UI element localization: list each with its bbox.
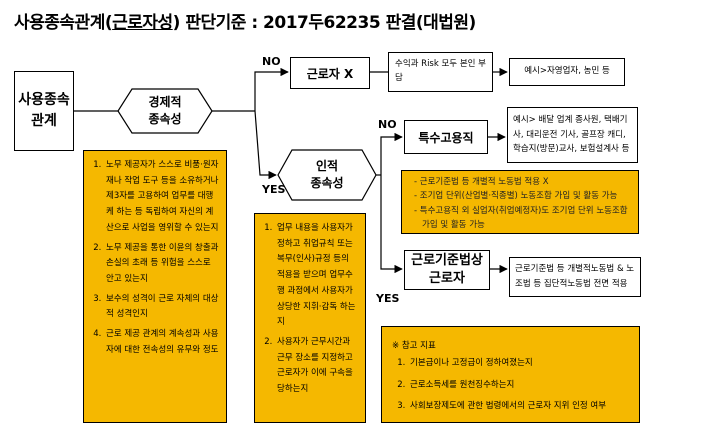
- note-item: 특수고용직 외 실업자(취업예정자)도 조기업 단위 노동조합 가입 및 활동 …: [420, 204, 632, 233]
- reference-item: 기본급이나 고정급이 정하여졌는지: [408, 357, 631, 371]
- arrow-to-labor-worker: [380, 175, 403, 274]
- note-item: 조기업 단위(산업별·직종별) 노동조합 가입 및 활동 가능: [420, 189, 632, 203]
- risk-box: 수익과 Risk 모두 본인 부담: [388, 52, 493, 92]
- criteria-item: 노무 제공자가 스스로 비품·원자재나 작업 도구 등을 소유하거나 제3자를 …: [104, 158, 220, 237]
- label-no-top: NO: [262, 55, 281, 68]
- labor-worker-box: 근로기준법상 근로자: [404, 250, 490, 290]
- reference-box: ※ 참고 지표 기본급이나 고정급이 정하여졌는지 근로소득세를 원천징수하는지…: [381, 326, 640, 423]
- personal-criteria-box: 업무 내용을 사용자가 정하고 취업규칙 또는 복무(인사)규정 등의 적용을 …: [254, 213, 366, 423]
- criteria-item: 근로 제공 관계의 계속성과 사용자에 대한 전속성의 유무와 정도: [104, 327, 220, 358]
- personal-hexagon: [277, 149, 377, 201]
- page-title: 사용종속관계(근로자성) 판단기준 : 2017두62235 판결(대법원): [14, 13, 476, 33]
- not-worker-box: 근로자 X: [290, 57, 370, 89]
- arrow-to-personal: [254, 110, 277, 180]
- economic-hexagon: [117, 88, 213, 134]
- reference-item: 근로소득세를 원천징수하는지: [408, 379, 631, 393]
- criteria-item: 업무 내용을 사용자가 정하고 취업규칙 또는 복무(인사)규정 등의 적용을 …: [275, 221, 359, 331]
- special-example-box: 예시> 배달 업계 종사원, 택배기사, 대리운전 기사, 골프장 캐디, 학습…: [507, 107, 638, 163]
- special-employment-box: 특수고용직: [404, 120, 488, 154]
- reference-item: 사회보장제도에 관한 법령에서의 근로자 지위 인정 여부: [408, 400, 631, 414]
- arrow-to-special: [380, 132, 403, 175]
- economic-criteria-box: 노무 제공자가 스스로 비품·원자재나 작업 도구 등을 소유하거나 제3자를 …: [83, 150, 227, 423]
- labor-desc-box: 근로기준법 등 개별적노동법 & 노조법 등 집단적노동법 전면 적용: [509, 257, 641, 297]
- criteria-item: 보수의 성격이 근로 자체의 대상적 성격인지: [104, 292, 220, 323]
- label-yes-mid: YES: [262, 183, 286, 196]
- reference-heading: ※ 참고 지표: [392, 341, 436, 351]
- arrow-to-not-worker: [254, 67, 289, 111]
- criteria-item: 사용자가 근무시간과 근무 장소를 지정하고 근로자가 이에 구속을 당하는지: [275, 335, 359, 398]
- title-underlined: 근로자성: [112, 13, 173, 33]
- risk-example-box: 예시>자영업자, 농민 등: [509, 58, 625, 86]
- root-box: 사용종속 관계: [14, 71, 74, 151]
- label-no-mid: NO: [378, 118, 397, 131]
- note-item: 근로기준법 등 개별적 노동법 적용 X: [420, 175, 632, 189]
- special-notes-box: 근로기준법 등 개별적 노동법 적용 X 조기업 단위(산업별·직종별) 노동조…: [401, 170, 639, 234]
- criteria-item: 노무 제공을 통한 이윤의 창출과 손실의 초래 등 위험을 스스로 안고 있는…: [104, 241, 220, 288]
- label-yes-bottom: YES: [376, 292, 400, 305]
- economic-dependency: 경제적 종속성: [148, 95, 182, 126]
- personal-dependency: 인적 종속성: [310, 159, 344, 190]
